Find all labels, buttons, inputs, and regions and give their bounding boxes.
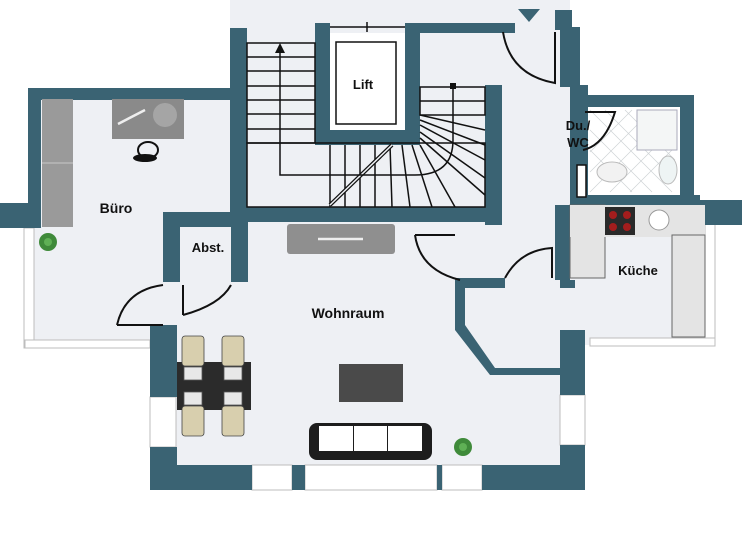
window-kueche-bottom: [589, 337, 716, 347]
walls: [0, 10, 742, 490]
window-wohnraum-bottom3: [441, 464, 483, 491]
wohnraum-furniture: Wohnraum: [177, 224, 472, 460]
counter-right: [671, 234, 706, 338]
door-abst: [182, 284, 232, 316]
lift: Lift: [330, 22, 405, 130]
windows: [23, 221, 716, 491]
plant-icon: [454, 438, 472, 456]
window-wohnraum-left: [149, 396, 177, 448]
stove: [605, 207, 635, 235]
room-label-abst: Abst.: [192, 240, 225, 255]
toilet: [596, 161, 628, 183]
window-wohnraum-bottom2: [304, 464, 438, 491]
door-stair: [414, 234, 461, 281]
window-buero-bottom: [24, 339, 151, 349]
washbasin: [658, 155, 678, 185]
coffee-table: [339, 364, 403, 402]
counter-top: [570, 205, 705, 237]
stairs-start-marker-icon: [450, 83, 456, 89]
door-entrance: [502, 31, 556, 85]
window-kueche-right: [704, 221, 716, 343]
door-kueche: [504, 246, 553, 279]
dining-chairs: [181, 335, 245, 437]
door-buero: [116, 284, 164, 326]
plant-icon: [39, 233, 57, 251]
window-wohnraum-right: [559, 394, 586, 446]
window-buero-left: [23, 227, 35, 349]
doors: [116, 31, 617, 326]
room-label-kueche: Küche: [618, 263, 658, 278]
sofa: [309, 423, 432, 460]
kitchen-sink: [648, 209, 670, 231]
room-label-lift: Lift: [353, 77, 374, 92]
kitchen-fixtures: Küche: [569, 204, 706, 338]
bath-fixtures: Du./ WC: [566, 109, 678, 198]
door-bath: [582, 111, 617, 151]
stairs-up-arrow-icon: [275, 43, 285, 53]
room-label-bath-line2: WC: [567, 135, 589, 150]
room-label-wohnraum: Wohnraum: [312, 305, 385, 321]
room-label-bath-line1: Du./: [566, 118, 591, 133]
buero-furniture: Büro: [39, 99, 184, 251]
entrance-arrow-icon: [518, 9, 540, 22]
room-label-buero: Büro: [100, 200, 133, 216]
window-wohnraum-bottom1: [251, 464, 293, 491]
shower: [636, 109, 678, 151]
